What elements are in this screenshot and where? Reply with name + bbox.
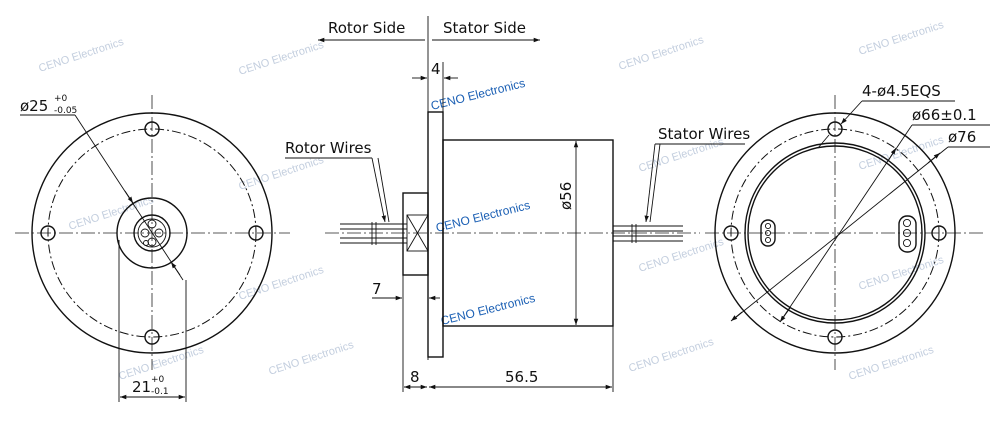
watermark-dark: CENO Electronics (429, 76, 526, 113)
bore-cross (406, 214, 429, 252)
terminal-pin (902, 228, 912, 238)
body-outline (744, 142, 926, 324)
dia-arrow (124, 190, 134, 204)
watermarks: CENO Electronics CENO Electronics CENO E… (37, 19, 945, 383)
outer-diameter-arrow (927, 152, 941, 164)
stator-wires-arrow (644, 143, 656, 223)
flange-outline (714, 112, 956, 354)
stator-wires-label: Stator Wires (658, 125, 750, 143)
bolt-circle-arrow (887, 147, 897, 162)
mount-hole (40, 225, 56, 241)
terminal-pin (902, 238, 912, 248)
watermark: CENO Electronics (267, 339, 355, 378)
watermark: CENO Electronics (37, 36, 125, 75)
wire-terminal (760, 219, 776, 247)
wire-hole (143, 240, 149, 246)
watermark: CENO Electronics (237, 154, 325, 193)
watermark: CENO Electronics (857, 254, 945, 293)
rotor-bore (133, 214, 171, 252)
watermark-dark: CENO Electronics (439, 291, 536, 328)
wire-hole (154, 228, 164, 238)
rotor-step-label: 7 (372, 280, 382, 298)
body-diameter-label: ø56 (557, 182, 575, 210)
bolt-circle (730, 128, 940, 338)
stator-side-label: Stator Side (443, 19, 526, 37)
mount-hole (723, 225, 739, 241)
mount-hole (931, 225, 947, 241)
terminal-pin (764, 222, 772, 230)
rotor-diameter-label: ø25 (20, 97, 48, 115)
rotor-bore-side (406, 214, 429, 252)
stator-body (442, 139, 614, 327)
flange-thickness-label: 4 (431, 60, 441, 78)
terminal-pin (902, 218, 912, 228)
body-outline-inner (747, 145, 923, 321)
bolt-circle-label: ø66±0.1 (912, 106, 977, 124)
outer-diameter-line (734, 146, 949, 319)
bolt-circle-arrow (779, 307, 791, 323)
mount-holes-label: 4-ø4.5EQS (862, 82, 941, 100)
outer-diameter-arrow (730, 311, 743, 322)
wire-hole (147, 219, 157, 229)
mount-holes-arrow (840, 100, 863, 125)
stator-end-view: 4-ø4.5EQS ø66±0.1 ø76 (705, 82, 990, 370)
mount-hole (144, 121, 160, 137)
flange-total-label: 8 (410, 368, 420, 386)
rotor-diameter-tol-lower: -0.05 (54, 106, 77, 116)
watermark: CENO Electronics (237, 39, 325, 78)
watermark: CENO Electronics (617, 34, 705, 73)
rotor-width-label: 21 (132, 378, 151, 396)
terminal-pin (764, 236, 772, 244)
dia-arrow (170, 261, 181, 276)
rotor-wires-label: Rotor Wires (285, 139, 372, 157)
bolt-circle (47, 128, 257, 338)
rotor-width-tol-upper: +0 (151, 375, 165, 385)
rotor-wires-arrow (371, 157, 386, 223)
rotor-width-tol-lower: -0.1 (151, 387, 169, 397)
rotor-diameter-tol-upper: +0 (54, 94, 68, 104)
watermark: CENO Electronics (237, 264, 325, 303)
flange-outline (31, 112, 273, 354)
watermark: CENO Electronics (627, 336, 715, 375)
mount-hole (144, 329, 160, 345)
terminal-pin (764, 229, 772, 237)
body-length-label: 56.5 (505, 368, 538, 386)
rotor-end-view: ø25 +0 -0.05 21 +0 -0.1 (15, 94, 290, 402)
watermark-dark: CENO Electronics (434, 198, 531, 235)
wire-terminal (898, 215, 917, 253)
watermark: CENO Electronics (637, 236, 725, 275)
stator-wires-arrow (649, 143, 661, 223)
rotor-wires-arrow (377, 157, 390, 223)
rotor-side-label: Rotor Side (328, 19, 405, 37)
watermark: CENO Electronics (857, 19, 945, 58)
mount-holes-leader-tail (817, 134, 830, 149)
mount-hole (248, 225, 264, 241)
side-view: Rotor Side Stator Side Rotor Wires Stato… (285, 16, 750, 392)
rotor-hub (116, 197, 188, 269)
mount-hole (827, 121, 843, 137)
wire-hole (140, 228, 150, 238)
outer-diameter-label: ø76 (948, 128, 976, 146)
mount-hole (827, 329, 843, 345)
rotor-bore-inner (137, 218, 167, 248)
